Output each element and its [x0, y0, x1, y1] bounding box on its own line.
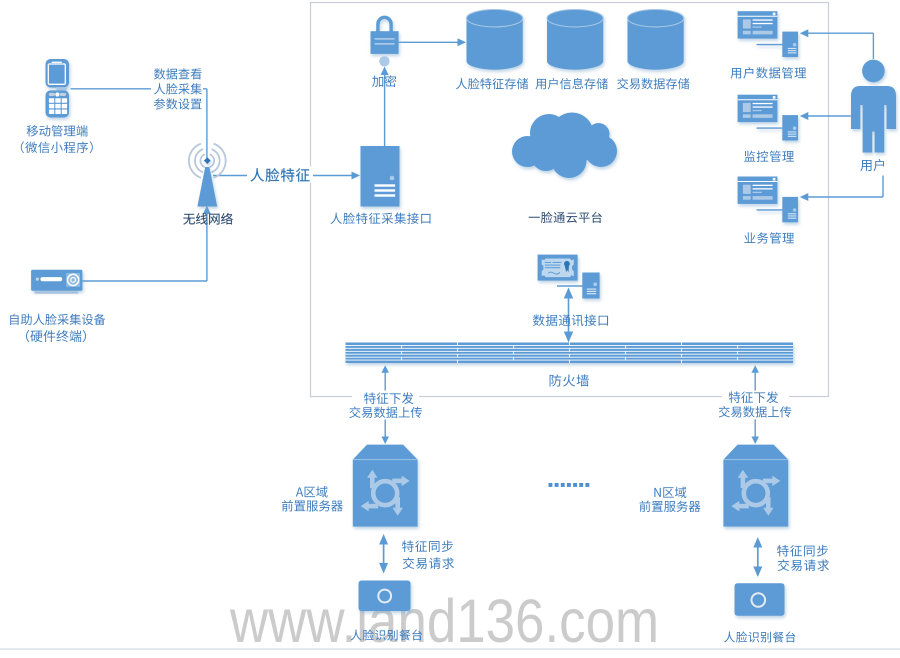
svg-text:www.land136.com: www.land136.com — [229, 587, 659, 653]
